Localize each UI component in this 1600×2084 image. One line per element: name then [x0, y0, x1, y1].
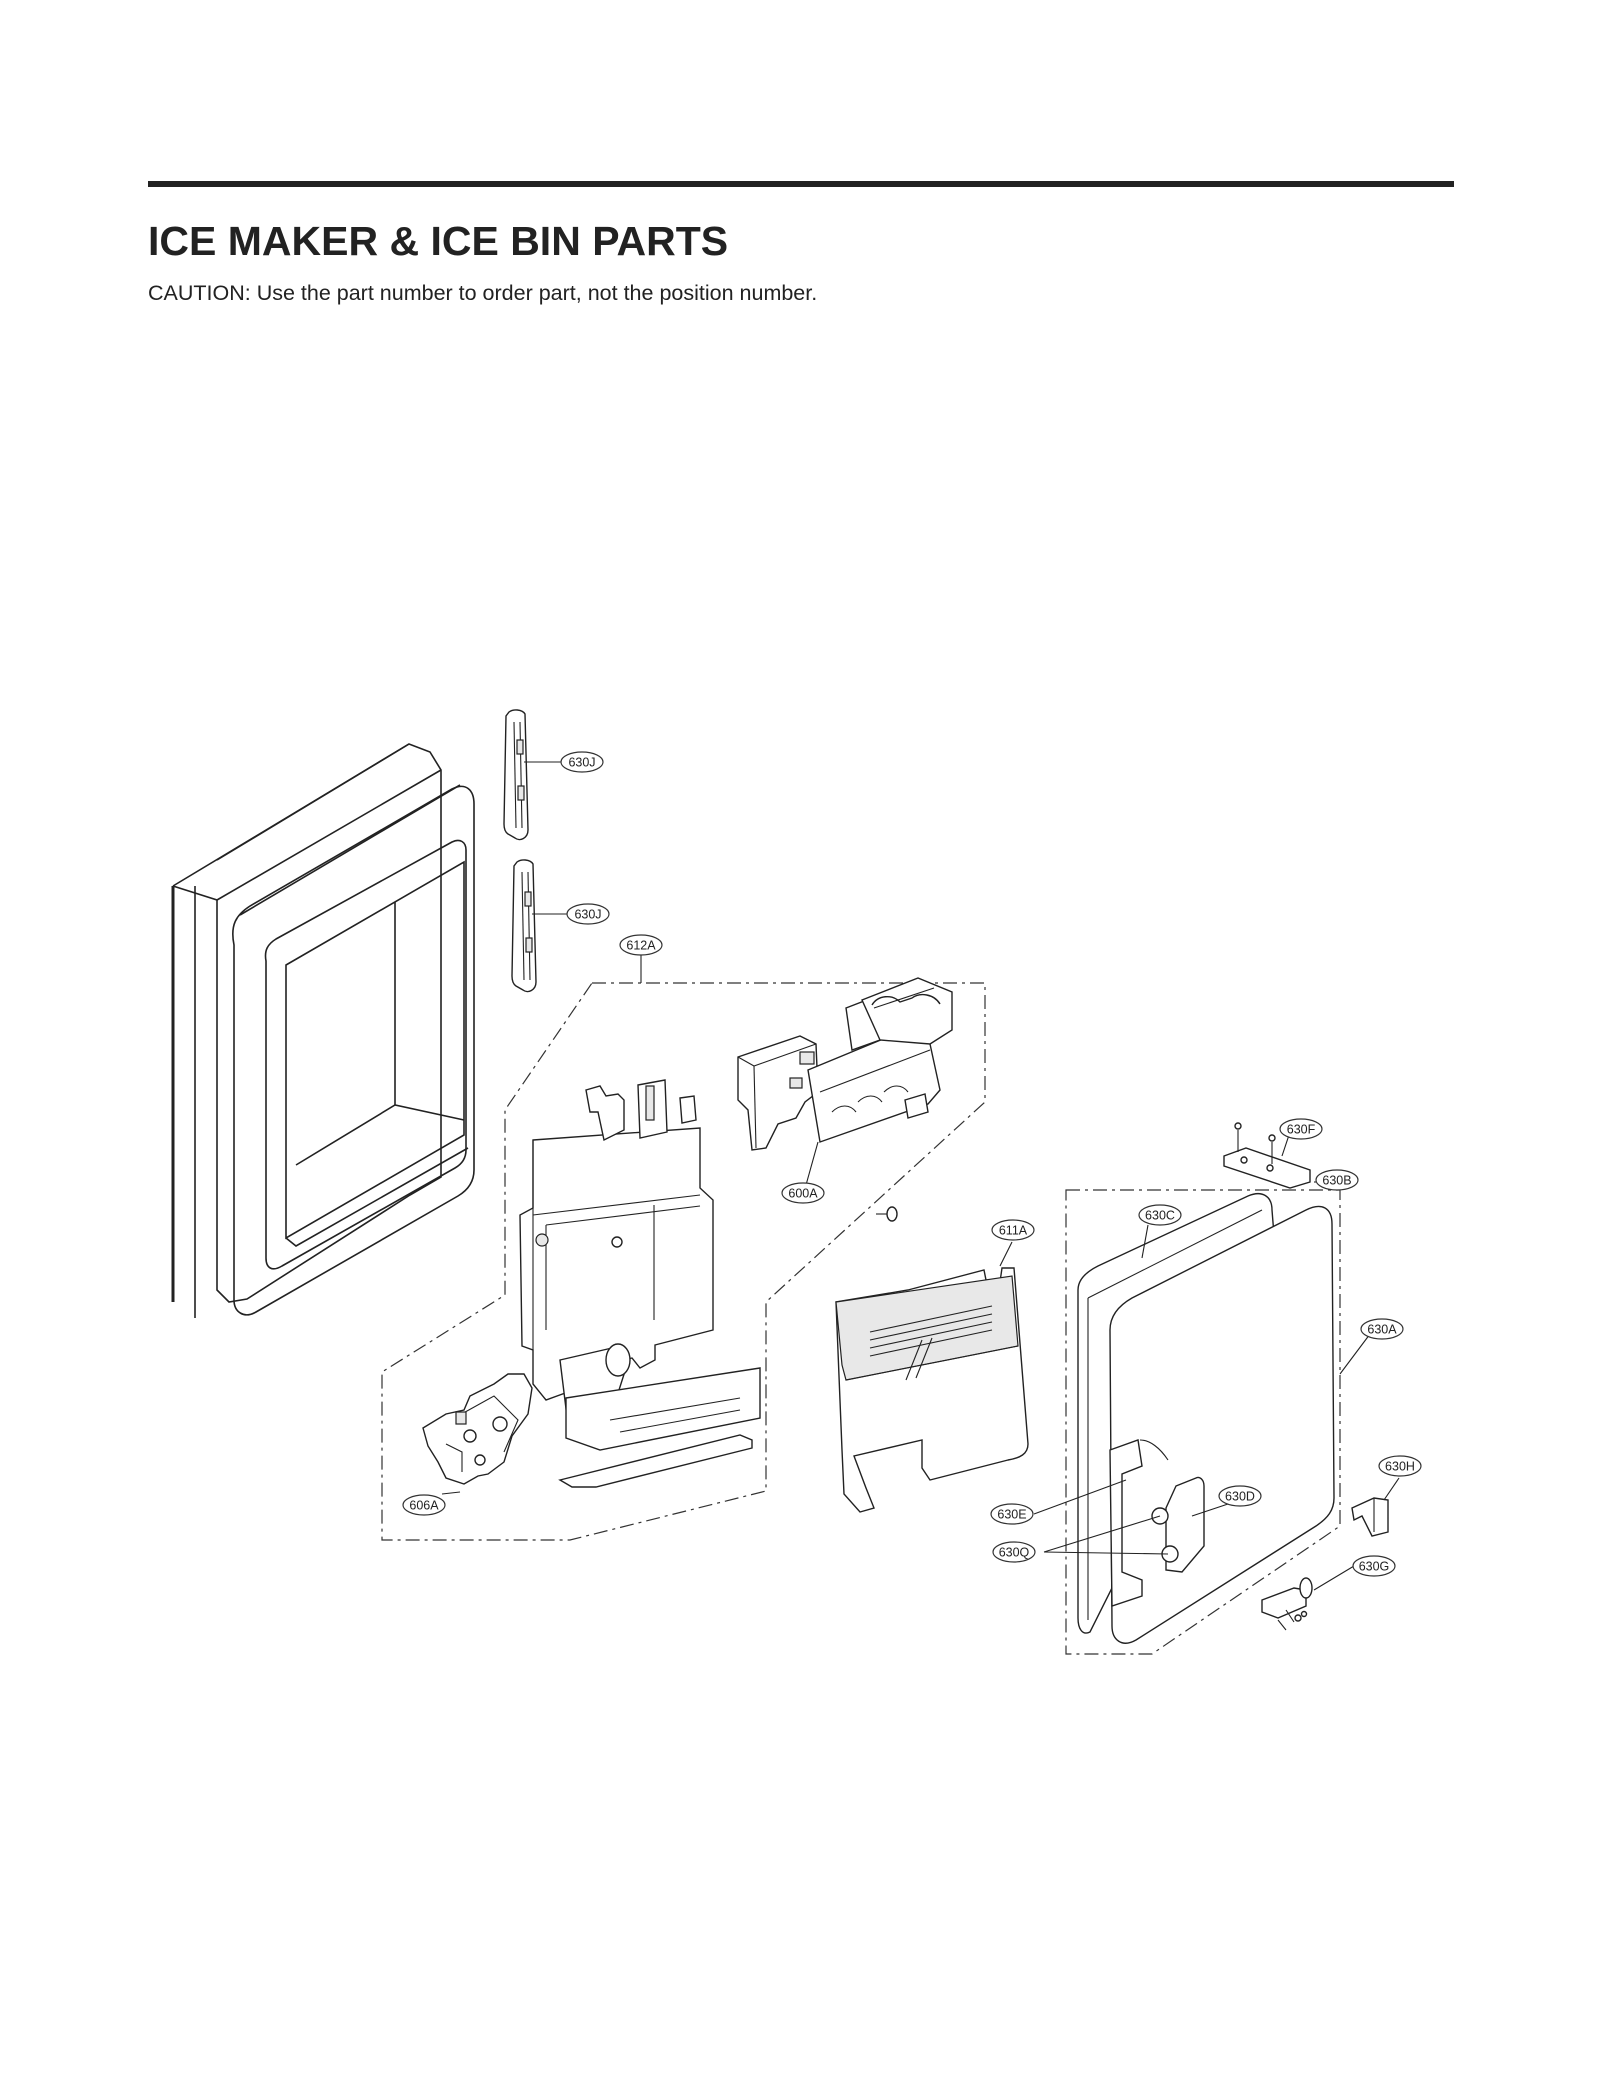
svg-text:630F: 630F	[1287, 1123, 1316, 1137]
callout-606A: 606A	[402, 1494, 446, 1516]
callout-630C: 630C	[1138, 1204, 1182, 1226]
svg-text:630B: 630B	[1322, 1174, 1351, 1188]
callout-630F: 630F	[1279, 1118, 1323, 1140]
callout-600A: 600A	[781, 1182, 825, 1204]
callout-630D: 630D	[1218, 1485, 1262, 1507]
callout-611A: 611A	[991, 1219, 1035, 1241]
ice-maker-bracket	[519, 1079, 761, 1488]
callout-630H: 630H	[1378, 1455, 1422, 1477]
callout-630Q: 630Q	[992, 1541, 1036, 1563]
part-600A-ice-maker	[737, 977, 953, 1151]
svg-text:600A: 600A	[788, 1187, 818, 1201]
svg-text:630D: 630D	[1225, 1490, 1255, 1504]
svg-text:630C: 630C	[1145, 1209, 1175, 1223]
header-rule	[148, 181, 1454, 187]
part-630G-lower-hinge	[1261, 1577, 1313, 1631]
svg-text:611A: 611A	[999, 1224, 1028, 1238]
svg-text:630J: 630J	[568, 756, 595, 770]
callout-630A: 630A	[1360, 1318, 1404, 1340]
svg-text:630Q: 630Q	[999, 1546, 1030, 1560]
assembly-612A-boundary	[381, 982, 986, 1541]
part-611A-bin-cover	[835, 1267, 1029, 1513]
svg-text:630J: 630J	[574, 908, 601, 922]
part-630A-bin-door	[1077, 1192, 1335, 1644]
callout-630B: 630B	[1315, 1169, 1359, 1191]
callout-630J-upper: 630J	[560, 751, 604, 773]
small-screw	[876, 1206, 898, 1222]
part-630J-strip-upper	[503, 709, 529, 841]
svg-text:630E: 630E	[997, 1508, 1026, 1522]
part-630F-hinge	[1223, 1122, 1311, 1189]
page-title: ICE MAKER & ICE BIN PARTS	[148, 218, 729, 264]
caution-note: CAUTION: Use the part number to order pa…	[148, 281, 818, 305]
callout-612A: 612A	[619, 934, 663, 956]
callout-630G: 630G	[1352, 1555, 1396, 1577]
svg-text:630A: 630A	[1367, 1323, 1397, 1337]
part-630H-stopper	[1351, 1497, 1389, 1537]
callout-630J-lower: 630J	[566, 903, 610, 925]
svg-text:630H: 630H	[1385, 1460, 1415, 1474]
door-liner-frame	[171, 743, 475, 1318]
part-630J-strip-lower	[511, 859, 537, 993]
svg-text:612A: 612A	[626, 939, 656, 953]
assembly-630A-boundary	[1065, 1189, 1341, 1655]
part-606A-mechanism	[422, 1373, 533, 1485]
svg-text:630G: 630G	[1359, 1560, 1390, 1574]
svg-text:606A: 606A	[409, 1499, 439, 1513]
callout-630E: 630E	[990, 1503, 1034, 1525]
